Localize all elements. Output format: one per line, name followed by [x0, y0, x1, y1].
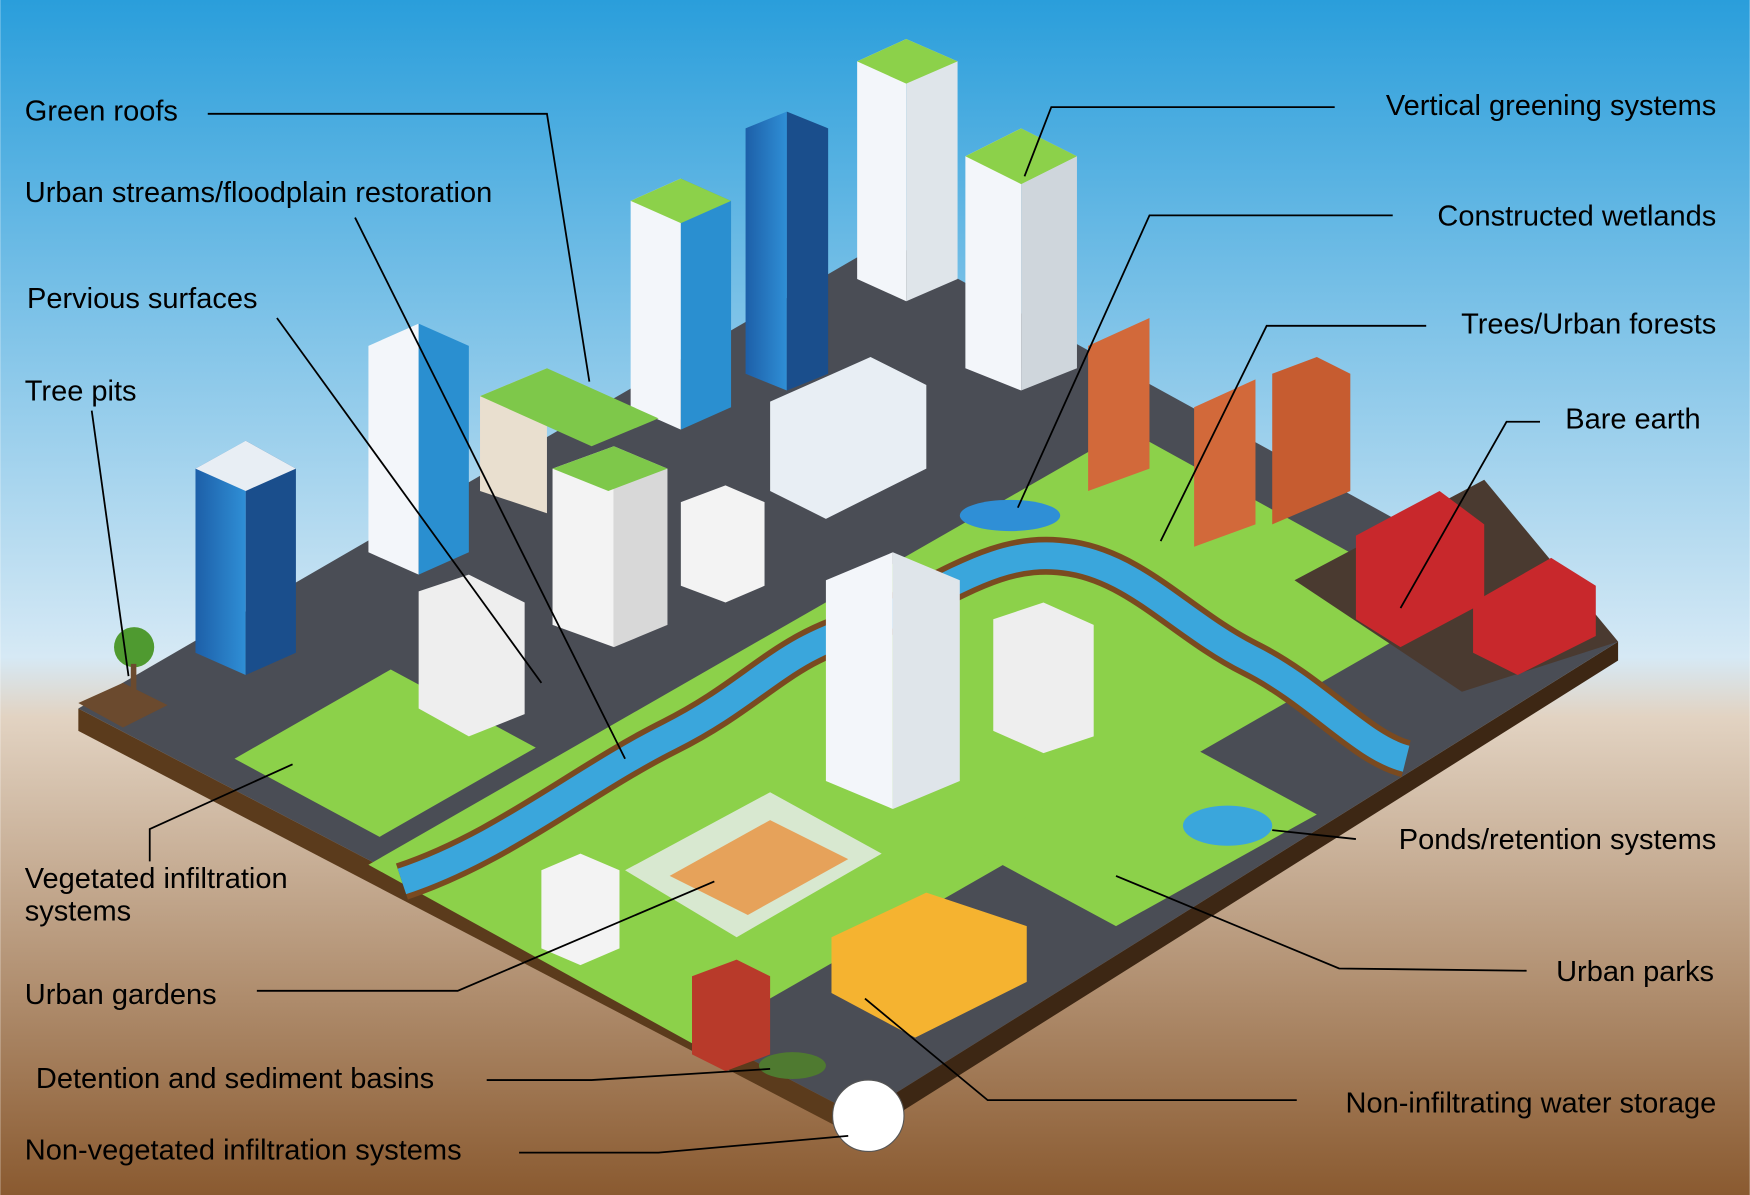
leader-line: [256, 880, 715, 992]
leader-line: [1272, 829, 1356, 840]
leader-line: [486, 1068, 771, 1081]
pond: [1182, 805, 1273, 846]
leader-line: [519, 1134, 849, 1154]
tree-trunk: [130, 663, 137, 692]
green-roof-tower-side: [680, 178, 732, 430]
label-bare-earth: Bare earth: [1565, 403, 1700, 435]
striped-tower-side: [418, 323, 469, 575]
small-building: [541, 853, 620, 966]
small-building: [680, 485, 765, 603]
leader-line: [1017, 214, 1393, 509]
vertical-greening-building: [965, 128, 1022, 391]
green-roof: [552, 446, 668, 491]
small-building: [418, 574, 525, 737]
buildings: [195, 39, 1596, 1072]
platform-right-edge: [859, 641, 1619, 1139]
water-storage-facility: [831, 892, 1027, 1038]
tree-icon: [114, 627, 155, 668]
leader-line: [207, 112, 591, 382]
leader-line: [1399, 420, 1541, 609]
green-roof: [965, 128, 1077, 185]
brick-apartment: [1194, 379, 1256, 547]
glass-tower: [195, 440, 246, 676]
central-tower-side: [892, 552, 960, 809]
central-tower: [825, 552, 893, 809]
green-roof: [857, 39, 958, 84]
label-green-roofs: Green roofs: [25, 96, 178, 128]
label-detention-basins: Detention and sediment basins: [36, 1063, 434, 1095]
leader-line: [354, 217, 626, 760]
office-building: [552, 446, 614, 648]
mid-rise-building: [770, 357, 927, 519]
label-ponds-retention: Ponds/retention systems: [1399, 824, 1717, 856]
label-non-infiltrating-storage: Non-infiltrating water storage: [1346, 1087, 1717, 1119]
leader-line: [1159, 324, 1427, 542]
leader-line: [90, 410, 130, 677]
factory-building: [1473, 557, 1596, 676]
non-vegetated-infiltration-cutaway: [832, 1079, 905, 1153]
labels-right: Vertical greening systems Constructed we…: [1346, 90, 1717, 1120]
glass-tower-roof: [195, 440, 296, 491]
vertical-greening-tower: [857, 39, 907, 302]
green-roof-tower: [630, 178, 681, 430]
green-roof: [480, 368, 659, 447]
label-tree-pits: Tree pits: [25, 376, 137, 408]
platform-left-edge: [78, 708, 860, 1139]
glass-tower-side: [786, 111, 829, 391]
striped-tower: [368, 323, 419, 575]
wetland: [959, 499, 1061, 532]
glass-tower-side: [245, 440, 296, 676]
glass-tower: [745, 111, 787, 391]
leader-line: [1023, 106, 1335, 177]
label-vegetated-infiltration: Vegetated infiltration: [25, 863, 288, 895]
brick-house: [692, 959, 771, 1072]
label-vegetated-infiltration-line2: systems: [25, 896, 131, 928]
detention-basin: [758, 1052, 826, 1079]
leader-line: [148, 763, 293, 862]
vertical-greening-tower-side: [906, 39, 958, 302]
label-urban-gardens: Urban gardens: [25, 979, 217, 1011]
leader-line: [864, 997, 1297, 1102]
leader-lines: [90, 106, 1541, 1154]
label-trees-urban-forests: Trees/Urban forests: [1461, 309, 1716, 341]
label-vertical-greening: Vertical greening systems: [1386, 90, 1716, 122]
urban-garden: [669, 820, 849, 915]
small-building: [993, 602, 1094, 754]
leader-line: [276, 317, 543, 684]
office-building-side: [613, 446, 668, 648]
label-urban-streams: Urban streams/floodplain restoration: [25, 177, 492, 209]
urban-park: [970, 736, 1317, 927]
label-pervious-surfaces: Pervious surfaces: [27, 283, 258, 315]
green-roof: [630, 178, 732, 224]
label-urban-parks: Urban parks: [1556, 956, 1714, 988]
label-non-vegetated-infiltration: Non-vegetated infiltration systems: [25, 1134, 462, 1166]
factory-building: [1355, 490, 1485, 648]
label-constructed-wetlands: Constructed wetlands: [1437, 200, 1716, 232]
vertical-greening-building-side: [1021, 128, 1077, 391]
brick-apartment: [1088, 317, 1150, 491]
leader-line: [1115, 875, 1527, 972]
labels-left: Green roofs Urban streams/floodplain res…: [25, 96, 492, 1167]
brick-apartment: [1272, 357, 1351, 525]
